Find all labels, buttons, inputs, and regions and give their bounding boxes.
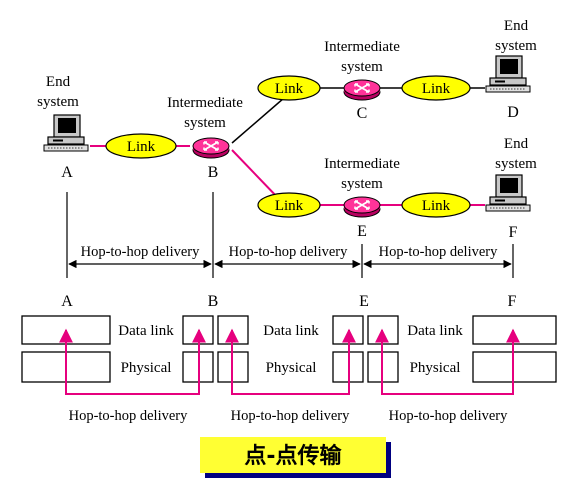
node-a-title-line2: system: [37, 94, 79, 110]
stack-label-a: A: [61, 293, 73, 310]
stack-box-f-datalink: [472, 315, 557, 345]
node-f-label: F: [509, 224, 518, 241]
caption-background: [200, 437, 386, 473]
stack-label-f: F: [508, 293, 517, 310]
node-c-label: C: [357, 105, 368, 122]
node-c-title-line2: system: [341, 59, 383, 75]
link-ellipse-cd: Link: [401, 75, 471, 101]
node-e-title-line2: system: [341, 176, 383, 192]
delivery-label-e-f: Hop-to-hop delivery: [379, 244, 499, 260]
link-label: Link: [275, 198, 304, 214]
link-line-b-c-part1: [231, 97, 285, 144]
top-delivery-row: Hop-to-hop delivery Hop-to-hop delivery …: [66, 192, 514, 278]
node-f-title-line1: End: [504, 136, 529, 152]
delivery-path-e-f: [375, 328, 520, 395]
link-ellipse-ab: Link: [105, 133, 177, 159]
node-a-title-line1: End: [46, 74, 71, 90]
bottom-delivery-label-e-f: Hop-to-hop delivery: [389, 408, 509, 424]
node-e-title-line1: Intermediate: [324, 156, 400, 172]
link-ellipse-bc: Link: [257, 75, 321, 101]
layer-label-physical-1: Physical: [121, 360, 172, 376]
physical-row: Physical Physical Physical: [21, 351, 557, 383]
node-c-title-line1: Intermediate: [324, 39, 400, 55]
computer-icon: [485, 174, 531, 212]
node-c: Intermediate system C: [324, 39, 400, 122]
stack-label-b: B: [208, 293, 219, 310]
delivery-path-a-b: [59, 328, 206, 395]
node-b: Intermediate system B: [167, 95, 243, 181]
node-b-label: B: [208, 164, 219, 181]
link-ellipse-ef: Link: [401, 192, 471, 218]
node-f: End system F: [485, 136, 537, 241]
node-f-title-line2: system: [495, 156, 537, 172]
link-label: Link: [127, 139, 156, 155]
router-icon: [343, 79, 381, 101]
router-icon: [192, 137, 230, 159]
router-icon: [343, 196, 381, 218]
link-label: Link: [275, 81, 304, 97]
node-b-title-line1: Intermediate: [167, 95, 243, 111]
node-d: End system D: [485, 18, 537, 121]
layer-label-datalink-1: Data link: [118, 323, 174, 339]
node-d-title-line1: End: [504, 18, 529, 34]
link-label: Link: [422, 81, 451, 97]
delivery-label-b-e: Hop-to-hop delivery: [229, 244, 349, 260]
node-e-label: E: [357, 223, 367, 240]
computer-icon: [485, 55, 531, 93]
computer-icon: [43, 114, 89, 152]
node-a: End system A: [37, 74, 89, 181]
network-topology: Link Link Link Link Link End system A In…: [37, 18, 537, 241]
link-label: Link: [422, 198, 451, 214]
node-b-title-line2: system: [184, 115, 226, 131]
layer-label-physical-3: Physical: [410, 360, 461, 376]
delivery-label-a-b: Hop-to-hop delivery: [81, 244, 201, 260]
layer-label-physical-2: Physical: [266, 360, 317, 376]
delivery-path-b-e: [225, 328, 356, 395]
layer-stack-diagram: A B E F Data link Data link Data link Ph…: [21, 293, 557, 424]
link-ellipse-be: Link: [257, 192, 321, 218]
bottom-delivery-label-b-e: Hop-to-hop delivery: [231, 408, 351, 424]
bottom-delivery-label-a-b: Hop-to-hop delivery: [69, 408, 189, 424]
node-e: Intermediate system E: [324, 156, 400, 240]
node-a-label: A: [61, 164, 73, 181]
stack-label-e: E: [359, 293, 369, 310]
link-line-b-e: [231, 149, 281, 201]
caption-text: 点-点传输: [244, 443, 342, 469]
node-d-label: D: [507, 104, 519, 121]
stack-box-f-physical: [472, 351, 557, 383]
layer-label-datalink-3: Data link: [407, 323, 463, 339]
caption-box: 点-点传输: [200, 437, 391, 478]
layer-label-datalink-2: Data link: [263, 323, 319, 339]
node-d-title-line2: system: [495, 38, 537, 54]
data-link-row: Data link Data link Data link: [21, 315, 557, 345]
